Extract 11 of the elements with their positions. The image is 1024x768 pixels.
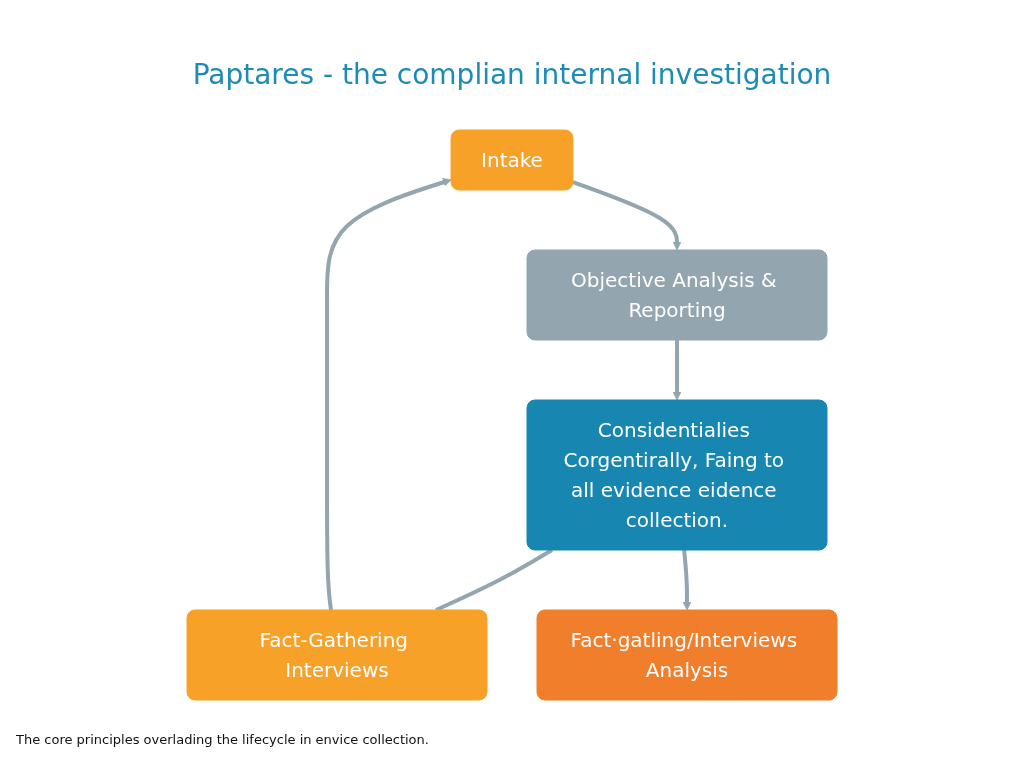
- arrow: [572, 180, 682, 251]
- node-box: Fact·gatling/Interviews Analysis: [536, 609, 838, 701]
- node-box: Fact-Gathering Interviews: [186, 609, 488, 701]
- node-box: Intake: [450, 129, 574, 191]
- caption: The core principles overlading the lifecycle in envice collection.: [16, 732, 429, 747]
- node-box: Considentialies Corgentirally, Faing to all evidence eidence collection.: [526, 399, 828, 551]
- arrow: [325, 178, 452, 611]
- node-box: Objective Analysis & Reporting: [526, 249, 828, 341]
- diagram-title: Paptares - the complian internal investigation: [191, 58, 833, 91]
- arrow: [682, 549, 692, 611]
- arrow: [672, 340, 682, 401]
